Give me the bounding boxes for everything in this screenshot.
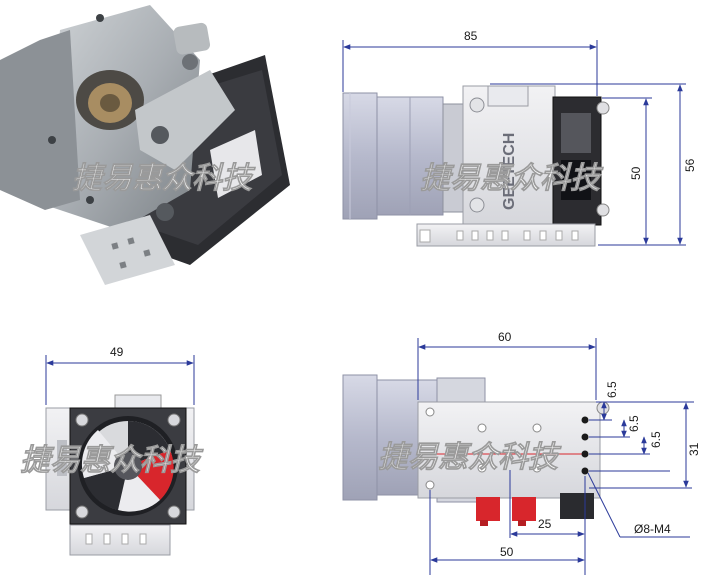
dim-49: 49	[110, 345, 124, 359]
dim-60: 60	[498, 330, 512, 344]
dim-25: 25	[538, 517, 552, 531]
side-view: GEETECH 85 56 50	[342, 29, 697, 247]
product-photo	[0, 0, 300, 285]
hole-spec-label: Ø8-M4	[634, 522, 671, 536]
dim-85: 85	[464, 29, 478, 43]
dim-31: 31	[687, 442, 701, 456]
watermark-top-right: 捷易惠众科技	[420, 161, 604, 196]
dim-offset-3: 6.5	[649, 431, 663, 448]
dim-50: 50	[629, 166, 643, 180]
watermark-bottom-right: 捷易惠众科技	[378, 440, 562, 475]
fan-view: 49	[45, 345, 195, 556]
bottom-view: 60 50 25 6.5 6.5 6.5 31 Ø8-M4	[342, 330, 701, 575]
dim-offset-1: 6.5	[605, 381, 619, 398]
dim-50-base: 50	[500, 545, 514, 559]
brand-on-part: GEETECH	[501, 133, 518, 210]
dim-offset-2: 6.5	[627, 415, 641, 432]
watermark-bottom-left: 捷易惠众科技	[20, 443, 204, 478]
watermark-top-left: 捷易惠众科技	[72, 161, 256, 196]
dim-56: 56	[683, 158, 697, 172]
